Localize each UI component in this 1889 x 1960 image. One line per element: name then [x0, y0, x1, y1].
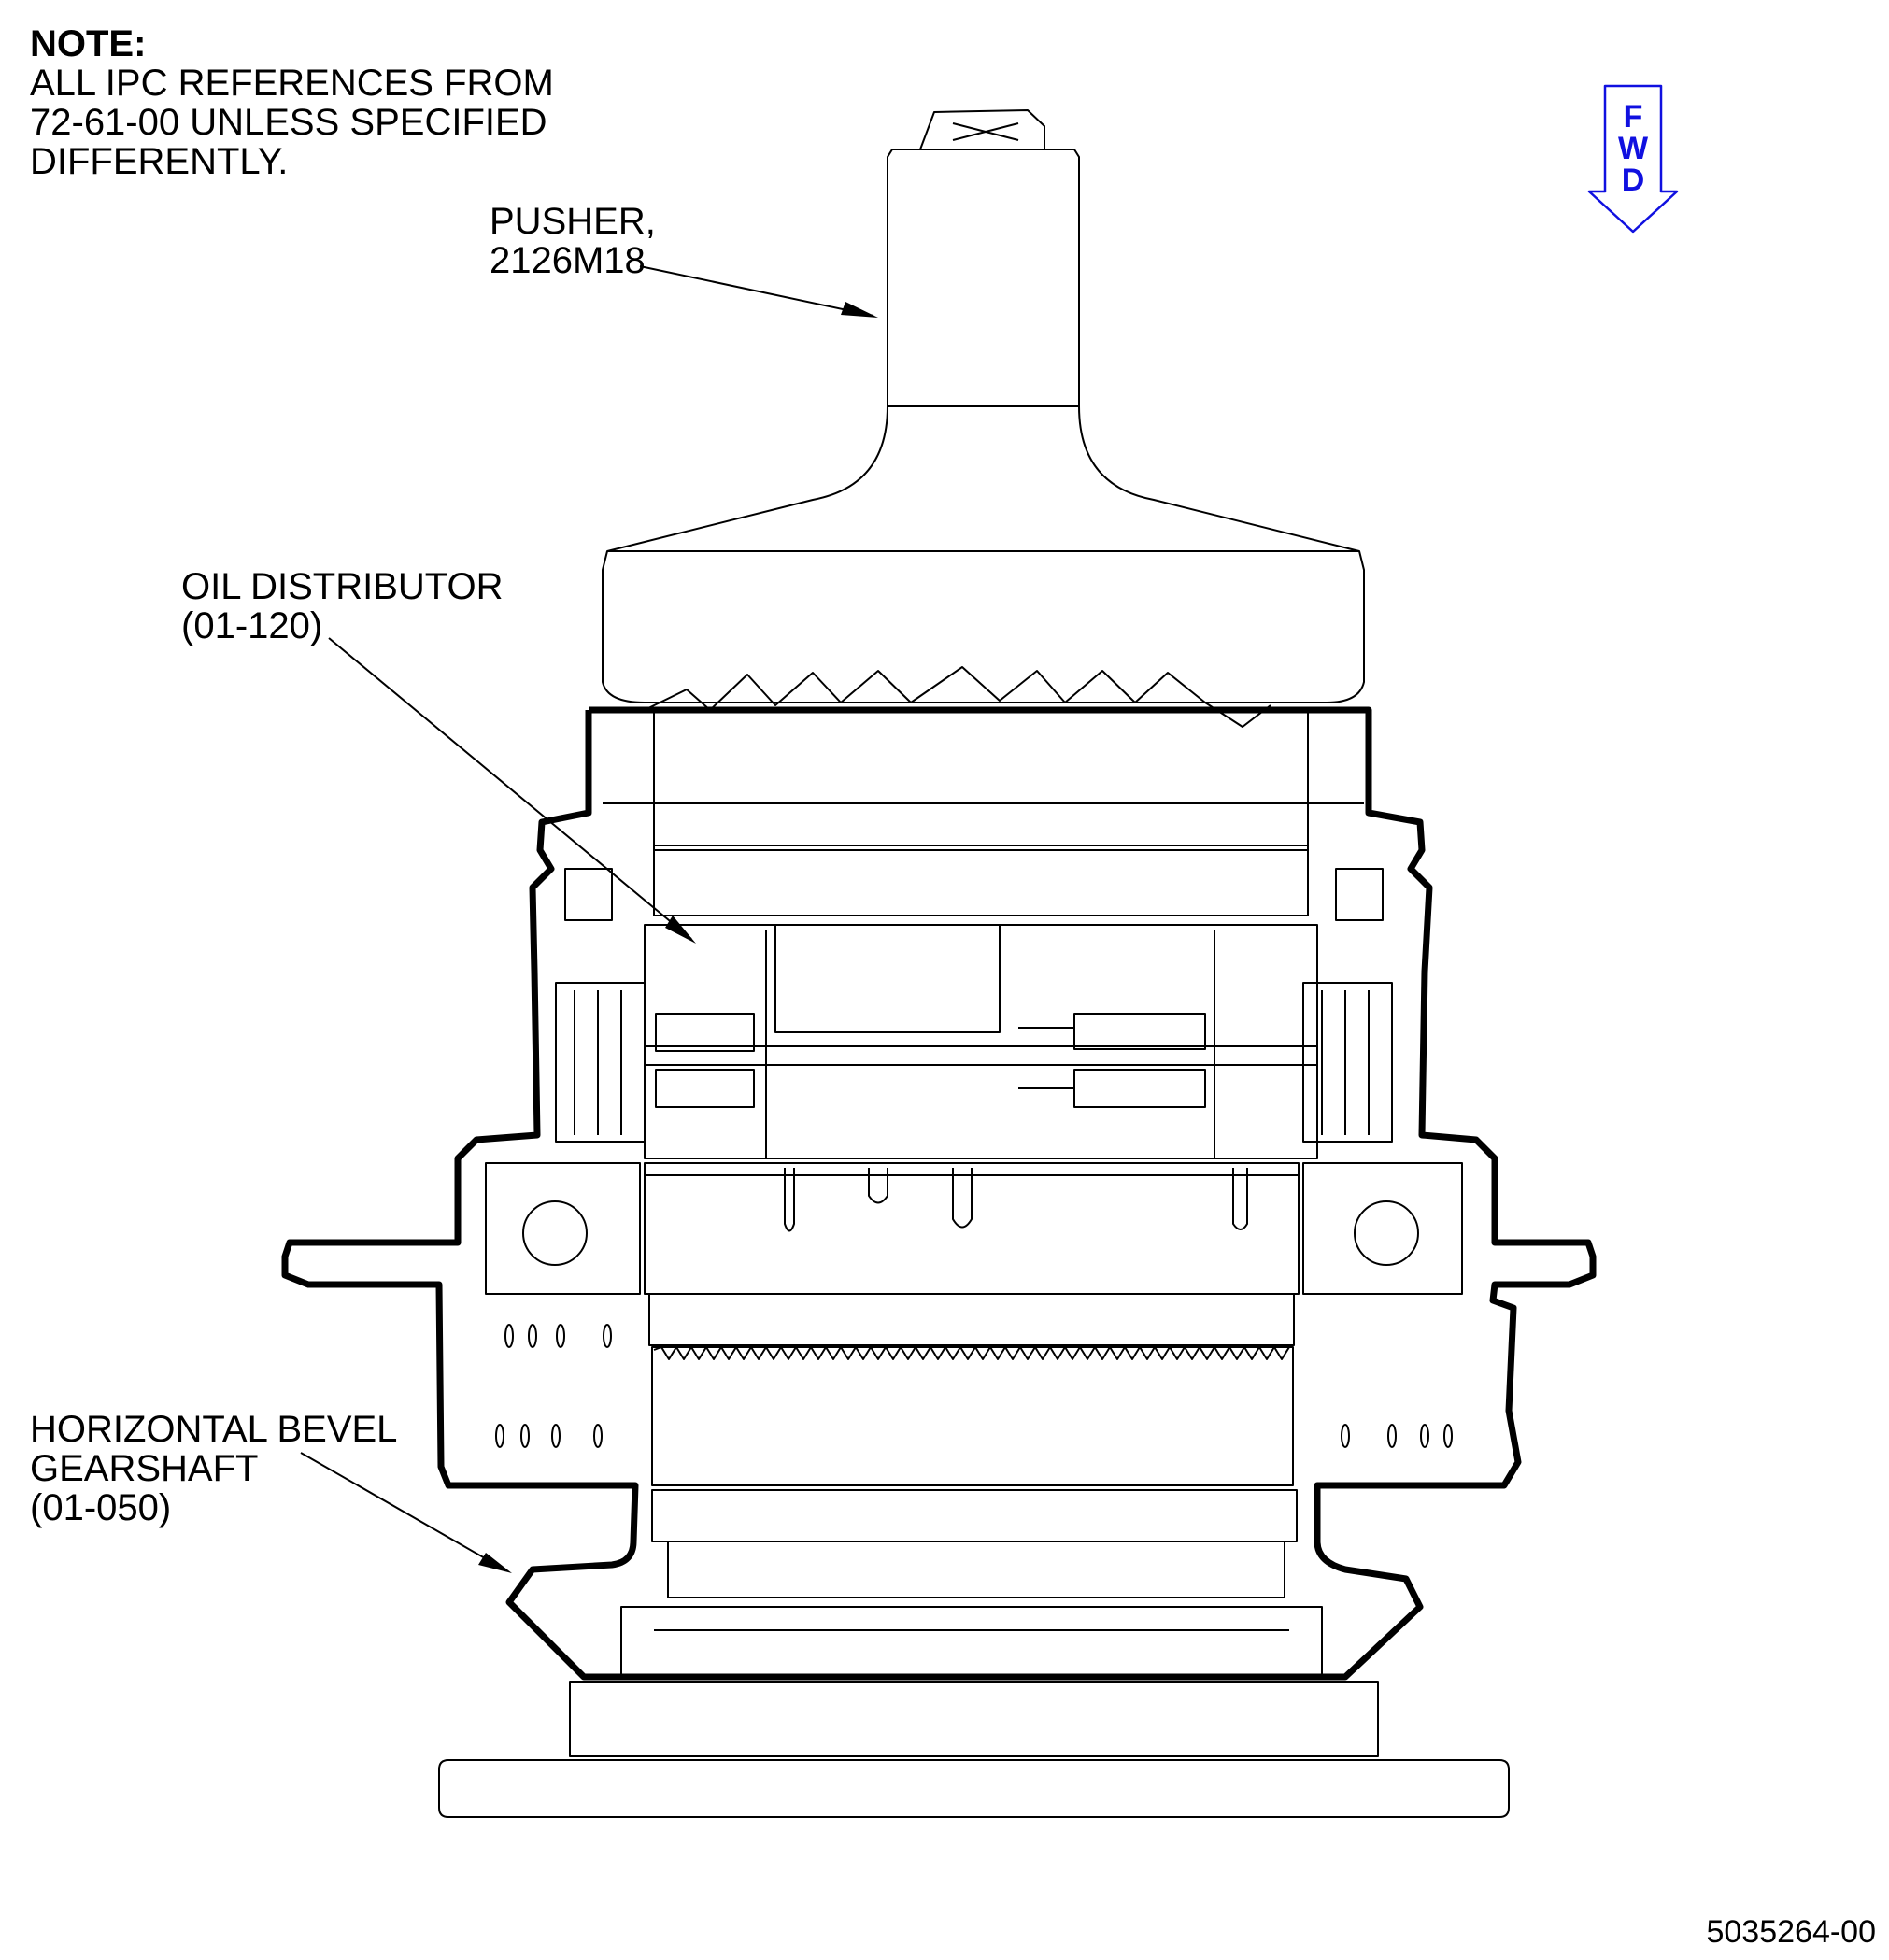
- bevel-gearshaft-callout: HORIZONTAL BEVEL GEARSHAFT (01-050): [30, 1410, 397, 1527]
- pusher-bolt-head: [919, 109, 1045, 150]
- fwd-arrow: [1587, 84, 1679, 234]
- note-heading: NOTE:: [30, 23, 147, 64]
- sleeve: [644, 1162, 1300, 1346]
- base-fixture: [438, 1681, 1510, 1818]
- pusher-cup: [602, 550, 1365, 703]
- oil-distributor: [644, 709, 1318, 1159]
- bevel-gearshaft-callout-line-1: HORIZONTAL BEVEL: [30, 1409, 398, 1450]
- fwd-letter-w: W: [1618, 131, 1649, 166]
- fwd-label: F W D: [1618, 101, 1648, 196]
- bevel-gearshaft-callout-line-3: (01-050): [30, 1487, 172, 1528]
- left-bearing: [485, 982, 646, 1448]
- note-line-3: DIFFERENTLY.: [30, 141, 289, 182]
- note-block: NOTE: ALL IPC REFERENCES FROM 72-61-00 U…: [30, 24, 554, 181]
- note-line-1: ALL IPC REFERENCES FROM: [30, 63, 554, 104]
- pusher-tool: [602, 109, 1365, 728]
- right-bearing: [564, 868, 1463, 1448]
- pusher-callout-line-1: PUSHER,: [490, 201, 656, 242]
- fwd-letter-f: F: [1623, 99, 1643, 135]
- note-line-2: 72-61-00 UNLESS SPECIFIED: [30, 102, 547, 143]
- upper-housing: [281, 706, 1597, 1681]
- fwd-letter-d: D: [1621, 163, 1645, 198]
- pusher-callout-line-2: 2126M18: [490, 240, 646, 281]
- oil-distributor-callout-line-2: (01-120): [181, 605, 323, 646]
- oil-distributor-callout-line-1: OIL DISTRIBUTOR: [181, 566, 504, 607]
- leader-lines: [300, 265, 874, 1570]
- oil-distributor-callout: OIL DISTRIBUTOR (01-120): [181, 567, 504, 646]
- pusher-stem: [887, 149, 1080, 407]
- pusher-callout: PUSHER, 2126M18: [490, 202, 656, 280]
- bevel-gearshaft: [620, 1346, 1323, 1678]
- pusher-teeth: [644, 666, 1271, 728]
- pusher-flare: [606, 405, 1360, 552]
- bevel-gearshaft-callout-line-2: GEARSHAFT: [30, 1448, 259, 1489]
- leader-arrowheads: [478, 302, 878, 1573]
- figure-id: 5035264-00: [1706, 1914, 1876, 1950]
